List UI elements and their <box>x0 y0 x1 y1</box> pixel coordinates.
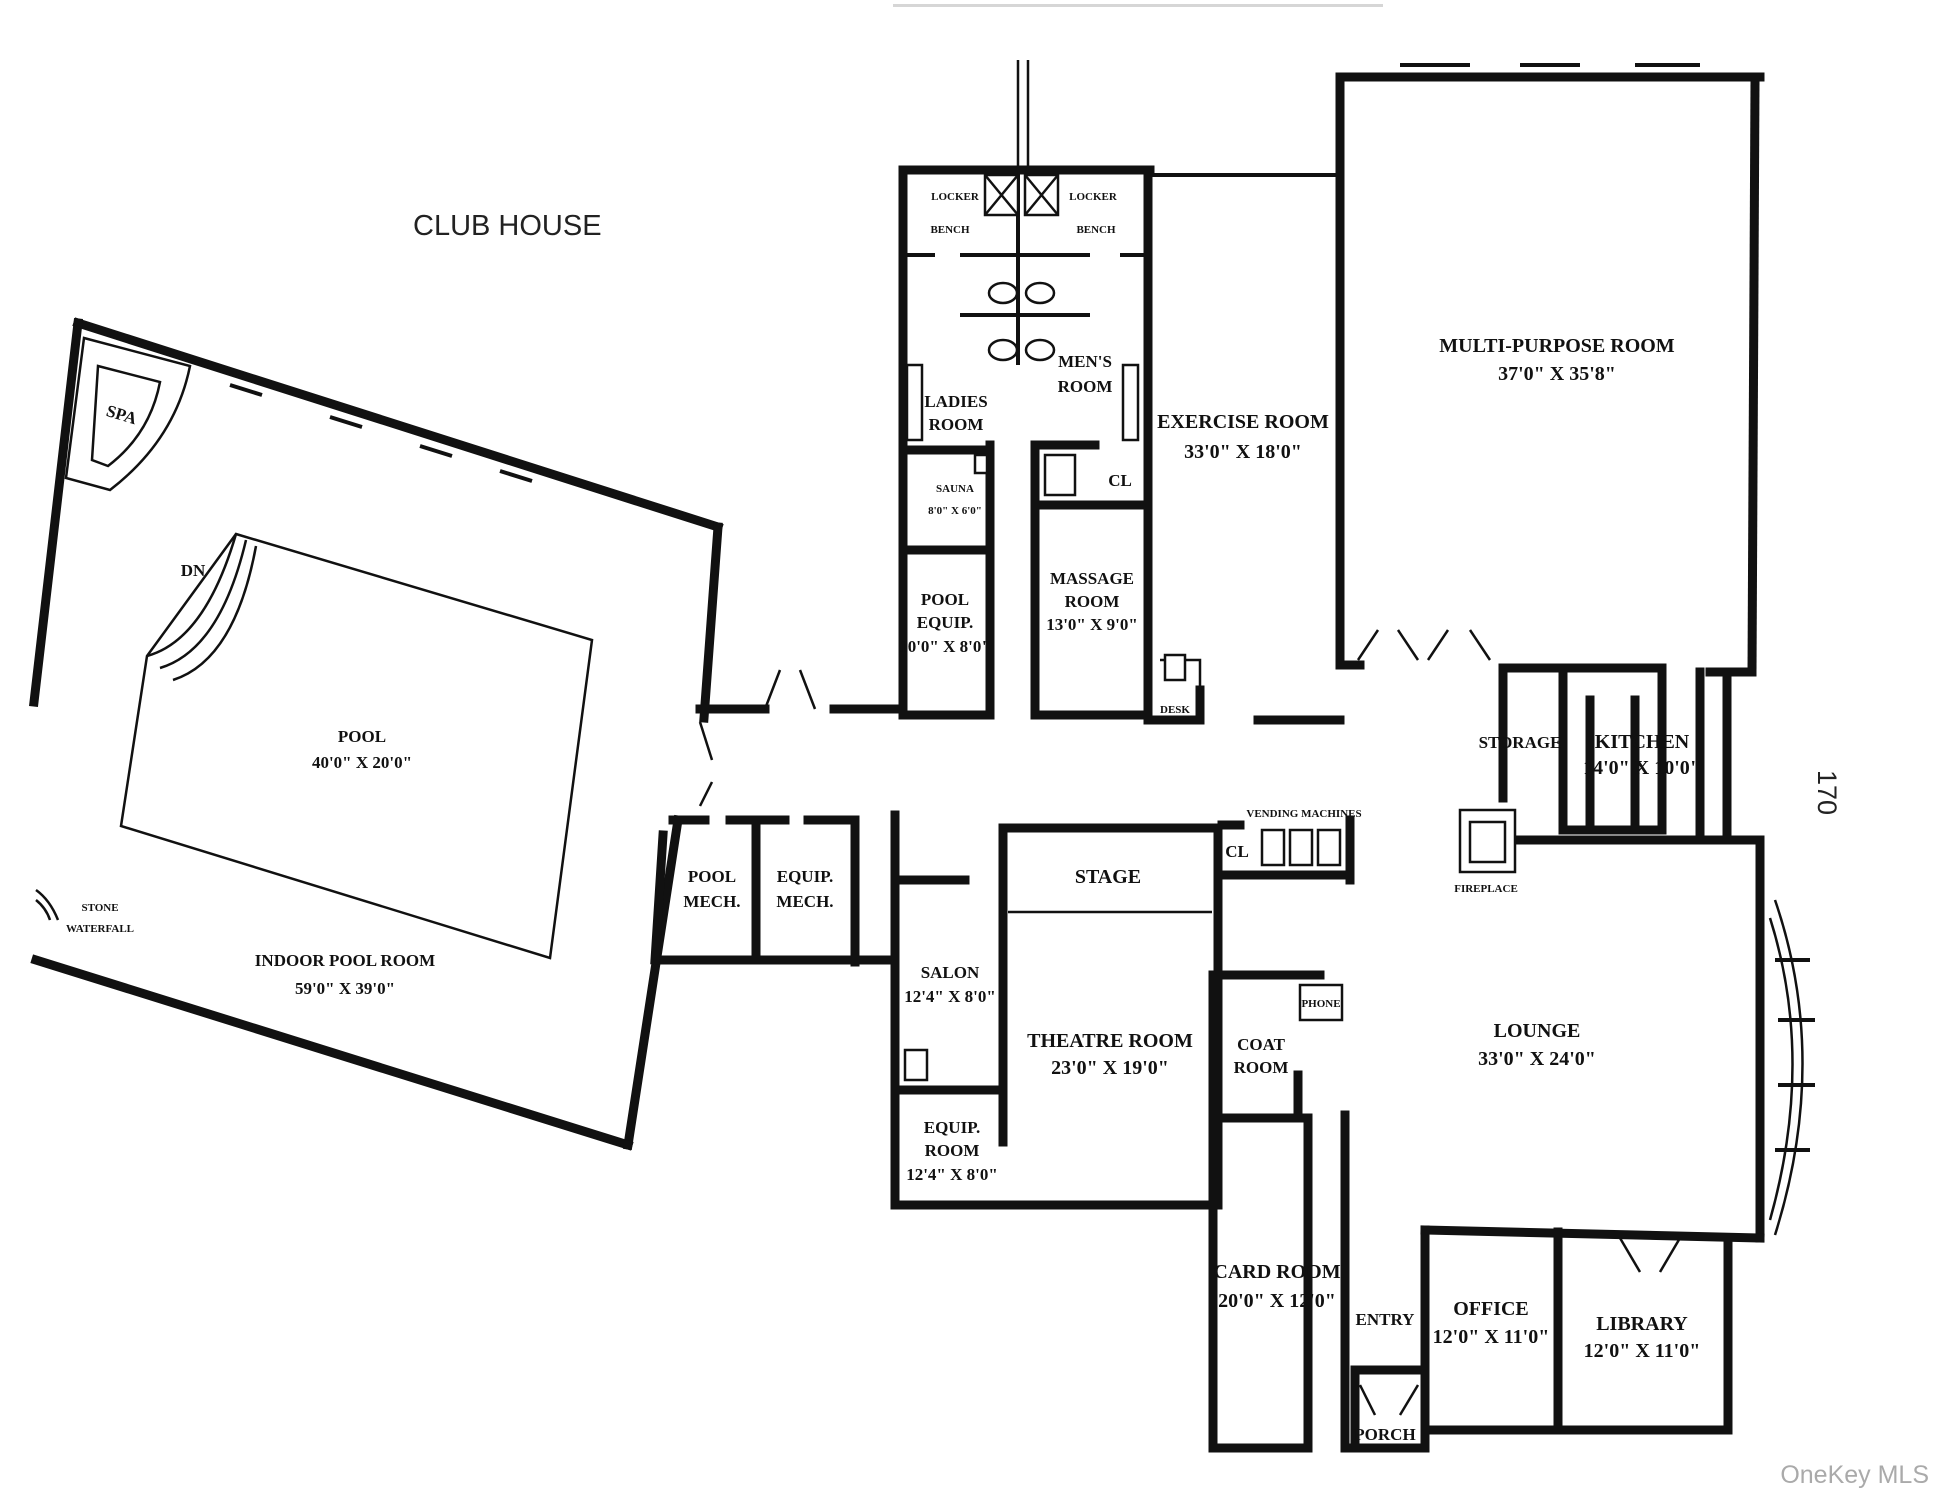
label-sauna-dim: 8'0" X 6'0" <box>928 505 982 517</box>
label-cl-upper: CL <box>1108 471 1132 490</box>
label-phone: PHONE <box>1301 998 1340 1010</box>
label-salon-dim: 12'4" X 8'0" <box>904 987 996 1006</box>
label-bench-left: BENCH <box>930 224 970 236</box>
label-desk: DESK <box>1160 704 1190 716</box>
label-pool-equip: POOL <box>921 590 969 609</box>
label-entry: ENTRY <box>1356 1310 1415 1329</box>
label-multi-purpose: MULTI-PURPOSE ROOM <box>1439 335 1675 357</box>
label-library-dim: 12'0" X 11'0" <box>1584 1340 1701 1362</box>
label-porch: PORCH <box>1354 1425 1415 1444</box>
storage-kitchen <box>1458 663 1732 874</box>
label-office: OFFICE <box>1453 1298 1529 1320</box>
label-office-dim: 12'0" X 11'0" <box>1433 1326 1550 1348</box>
label-dn: DN <box>181 561 206 580</box>
label-lounge-dim: 33'0" X 24'0" <box>1478 1048 1596 1070</box>
label-ladies: LADIES <box>924 392 987 411</box>
label-storage: STORAGE <box>1479 733 1562 752</box>
label-card-room-dim: 20'0" X 12'0" <box>1218 1290 1336 1312</box>
label-equip-room: EQUIP. <box>924 1118 981 1137</box>
theatre-block <box>998 815 1355 1210</box>
label-locker-left: LOCKER <box>931 191 980 203</box>
label-locker-right: LOCKER <box>1069 191 1118 203</box>
label-sauna: SAUNA <box>936 483 974 495</box>
label-equip-room-2: ROOM <box>925 1141 980 1160</box>
label-theatre: THEATRE ROOM <box>1027 1030 1193 1052</box>
label-bench-right: BENCH <box>1076 224 1116 236</box>
page-title: CLUB HOUSE <box>413 210 602 242</box>
label-pool-dim: 40'0" X 20'0" <box>312 753 412 772</box>
label-spa: SPA <box>104 401 140 428</box>
label-salon: SALON <box>921 963 980 982</box>
label-library: LIBRARY <box>1596 1313 1688 1335</box>
label-stone: STONE <box>81 902 118 914</box>
label-indoor-pool-dim: 59'0" X 39'0" <box>295 979 395 998</box>
label-mens-room: ROOM <box>1058 377 1113 396</box>
label-pool-equip-2: EQUIP. <box>917 613 974 632</box>
scan-edge-line <box>893 4 1383 7</box>
spa <box>64 336 192 492</box>
label-coat: COAT <box>1237 1035 1286 1054</box>
label-stage: STAGE <box>1075 866 1141 888</box>
label-card-room: CARD ROOM <box>1213 1261 1340 1283</box>
multi-purpose-room <box>1335 63 1765 677</box>
watermark: OneKey MLS <box>1780 1461 1929 1489</box>
office-library <box>1420 1225 1733 1435</box>
mech-rooms <box>650 810 900 967</box>
label-equip-mech-2: MECH. <box>776 892 833 911</box>
pool <box>119 532 594 960</box>
lounge <box>1340 835 1815 1453</box>
corridor-walls <box>695 669 905 714</box>
exercise-room <box>1143 165 1345 725</box>
label-pool-mech: POOL <box>688 867 736 886</box>
label-lounge: LOUNGE <box>1494 1020 1581 1042</box>
label-exercise-dim: 33'0" X 18'0" <box>1184 441 1302 463</box>
label-kitchen-dim: 14'0" X 10'0" <box>1583 757 1701 779</box>
label-multi-purpose-dim: 37'0" X 35'8" <box>1498 363 1616 385</box>
label-coat-room: ROOM <box>1234 1058 1289 1077</box>
label-ladies-room: ROOM <box>929 415 984 434</box>
label-equip-room-dim: 12'4" X 8'0" <box>906 1165 998 1184</box>
label-pool: POOL <box>338 727 386 746</box>
label-waterfall: WATERFALL <box>66 923 134 935</box>
indoor-pool-wing <box>29 317 724 1151</box>
label-cl-lower: CL <box>1225 842 1249 861</box>
label-indoor-pool: INDOOR POOL ROOM <box>255 951 435 970</box>
label-massage-room: ROOM <box>1065 592 1120 611</box>
label-mens: MEN'S <box>1058 352 1112 371</box>
label-pool-mech-2: MECH. <box>683 892 740 911</box>
page-number: 170 <box>1812 770 1842 816</box>
label-equip-mech: EQUIP. <box>777 867 834 886</box>
room-labels: SPA DN POOL 40'0" X 20'0" INDOOR POOL RO… <box>66 191 1701 1444</box>
label-massage-dim: 13'0" X 9'0" <box>1046 615 1138 634</box>
label-massage: MASSAGE <box>1050 569 1134 588</box>
label-exercise: EXERCISE ROOM <box>1157 411 1329 433</box>
label-pool-equip-dim: 10'0" X 8'0" <box>899 637 991 656</box>
label-theatre-dim: 23'0" X 19'0" <box>1051 1057 1169 1079</box>
salon-block <box>890 810 1223 1210</box>
label-vending: VENDING MACHINES <box>1246 808 1361 820</box>
label-fireplace: FIREPLACE <box>1454 883 1518 895</box>
label-kitchen: KITCHEN <box>1595 731 1690 753</box>
